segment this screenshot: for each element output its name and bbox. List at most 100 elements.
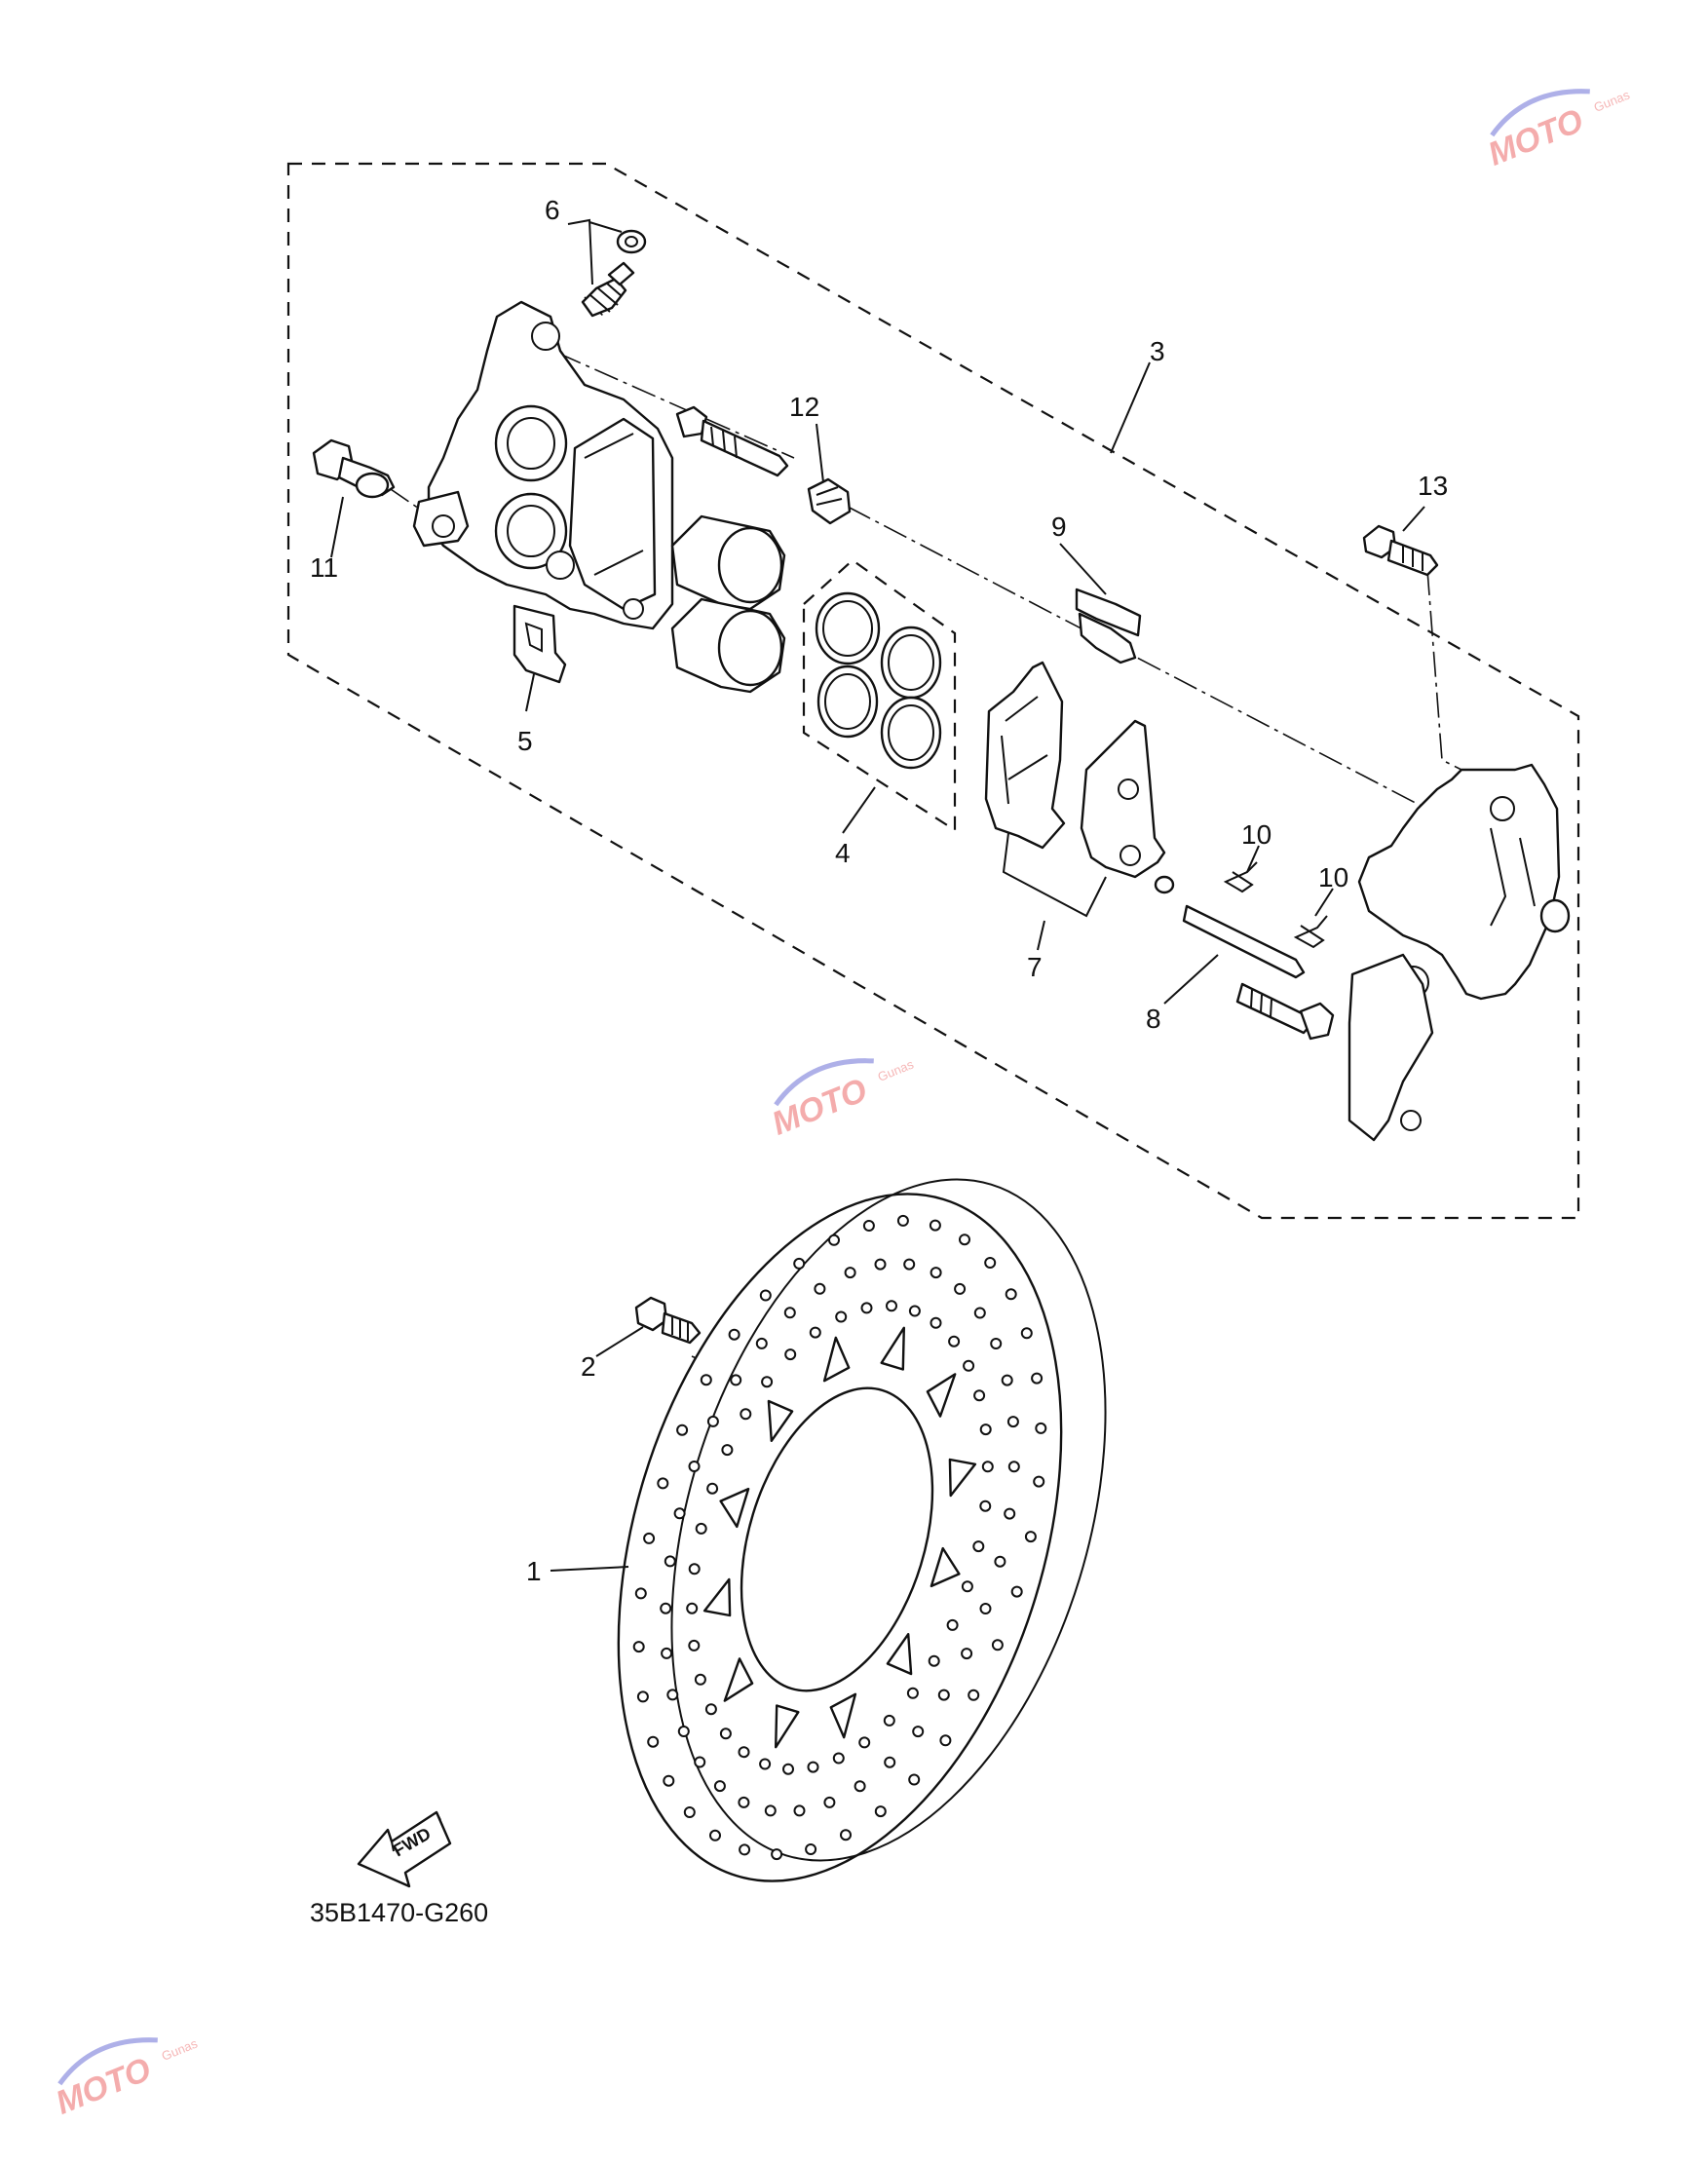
disc-drill-hole bbox=[937, 1689, 950, 1701]
disc-drill-hole bbox=[981, 1461, 994, 1473]
disc-vent-slot bbox=[702, 1577, 732, 1617]
diagram-code: 35B1470-G260 bbox=[310, 1898, 488, 1927]
watermark-subtext: Gunas bbox=[876, 1056, 917, 1083]
disc-drill-hole bbox=[688, 1563, 701, 1576]
disc-drill-hole bbox=[632, 1641, 645, 1653]
disc-drill-hole bbox=[683, 1806, 696, 1818]
disc-drill-hole bbox=[783, 1307, 796, 1319]
disc-drill-hole bbox=[814, 1282, 826, 1295]
disc-drill-hole bbox=[647, 1735, 660, 1748]
pad-spring bbox=[512, 604, 567, 684]
disc-drill-hole bbox=[979, 1500, 992, 1512]
callout-7: 7 bbox=[1027, 952, 1043, 982]
disc-drill-hole bbox=[961, 1648, 973, 1660]
callout-10: 10 bbox=[1241, 819, 1272, 850]
disc-drill-hole bbox=[755, 1337, 768, 1349]
bleed-screw bbox=[581, 229, 647, 318]
disc-drill-hole bbox=[761, 1376, 774, 1388]
callout-3: 3 bbox=[1150, 336, 1165, 366]
caliper-assembly-boundary bbox=[286, 162, 1580, 1220]
disc-drill-hole bbox=[883, 1714, 895, 1727]
disc-drill-hole bbox=[973, 1307, 986, 1319]
disc-drill-hole bbox=[984, 1257, 997, 1269]
watermark-subtext: Gunas bbox=[1592, 87, 1633, 114]
disc-drill-hole bbox=[666, 1689, 679, 1701]
disc-vent-slot bbox=[930, 1546, 961, 1588]
callout-4: 4 bbox=[835, 838, 851, 868]
disc-drill-hole bbox=[903, 1258, 916, 1271]
disc-drill-hole bbox=[828, 1234, 840, 1246]
disc-drill-hole bbox=[706, 1482, 719, 1495]
disc-drill-hole bbox=[771, 1848, 783, 1861]
disc-vent-slot bbox=[723, 1657, 754, 1702]
disc-drill-hole bbox=[1004, 1507, 1016, 1520]
disc-drill-hole bbox=[991, 1639, 1004, 1651]
disc-drill-hole bbox=[809, 1326, 821, 1339]
callout-8: 8 bbox=[1146, 1004, 1161, 1034]
disc-vent-slot bbox=[719, 1487, 750, 1529]
disc-drill-hole bbox=[704, 1703, 717, 1716]
disc-drill-hole bbox=[738, 1796, 750, 1808]
disc-drill-hole bbox=[782, 1763, 794, 1775]
disc-drill-hole bbox=[663, 1774, 675, 1787]
callout-10b: 10 bbox=[1318, 862, 1348, 892]
disc-drill-hole bbox=[805, 1843, 817, 1855]
disc-drill-hole bbox=[874, 1805, 887, 1818]
disc-drill-hole bbox=[1024, 1531, 1037, 1543]
disc-drill-hole bbox=[1020, 1327, 1033, 1340]
disc-drill-hole bbox=[807, 1761, 819, 1773]
disc-drill-hole bbox=[793, 1804, 806, 1817]
brake-disc bbox=[617, 1178, 1107, 1882]
disc-vent-slot bbox=[822, 1336, 851, 1383]
slide-pin-upper bbox=[675, 405, 789, 477]
disc-drill-hole bbox=[823, 1796, 836, 1808]
disc-drill-hole bbox=[832, 1752, 845, 1765]
disc-drill-hole bbox=[643, 1532, 656, 1544]
disc-drill-hole bbox=[730, 1374, 742, 1386]
disc-drill-hole bbox=[862, 1220, 875, 1232]
disc-drill-hole bbox=[759, 1289, 772, 1302]
callout-labels: 1 2 3 4 5 6 7 8 9 10 10 11 12 13 bbox=[310, 195, 1448, 1586]
watermark-swoosh bbox=[1490, 89, 1590, 137]
disc-drill-hole bbox=[954, 1282, 967, 1295]
disc-vent-slot bbox=[886, 1633, 913, 1676]
disc-drill-hole bbox=[908, 1305, 921, 1317]
pin-boot bbox=[807, 477, 852, 525]
disc-vent-slot bbox=[880, 1326, 905, 1371]
disc-drill-hole bbox=[1035, 1422, 1047, 1434]
disc-drill-hole bbox=[908, 1773, 921, 1786]
disc-drill-hole bbox=[906, 1687, 919, 1699]
disc-drill-hole bbox=[1007, 1461, 1020, 1473]
disc-drill-hole bbox=[1005, 1288, 1017, 1301]
disc-drill-hole bbox=[739, 1843, 751, 1856]
disc-vent-slot bbox=[829, 1692, 857, 1739]
disc-drill-hole bbox=[963, 1359, 975, 1372]
disc-drill-hole bbox=[728, 1328, 740, 1341]
disc-drill-hole bbox=[706, 1415, 719, 1427]
callout-13: 13 bbox=[1418, 471, 1448, 501]
callout-11: 11 bbox=[310, 552, 338, 583]
leader-lines bbox=[330, 218, 1425, 1572]
disc-drill-hole bbox=[928, 1654, 940, 1667]
caliper-bolt bbox=[312, 438, 396, 499]
disc-drill-hole bbox=[1031, 1372, 1044, 1385]
disc-drill-hole bbox=[661, 1647, 673, 1659]
disc-drill-hole bbox=[677, 1726, 690, 1737]
disc-drill-hole bbox=[1006, 1416, 1019, 1428]
disc-drill-hole bbox=[694, 1673, 706, 1686]
disc-drill-hole bbox=[929, 1219, 941, 1232]
disc-drill-hole bbox=[700, 1374, 712, 1386]
disc-drill-hole bbox=[793, 1257, 806, 1270]
disc-drill-hole bbox=[979, 1424, 992, 1436]
pad-support bbox=[1075, 588, 1142, 664]
disc-drill-hole bbox=[930, 1316, 942, 1329]
disc-drill-hole bbox=[688, 1461, 701, 1472]
disc-drill-hole bbox=[854, 1780, 866, 1793]
callout-9: 9 bbox=[1051, 512, 1067, 542]
disc-drill-hole bbox=[686, 1602, 699, 1614]
callout-6: 6 bbox=[545, 195, 560, 225]
disc-drill-hole bbox=[886, 1300, 897, 1312]
